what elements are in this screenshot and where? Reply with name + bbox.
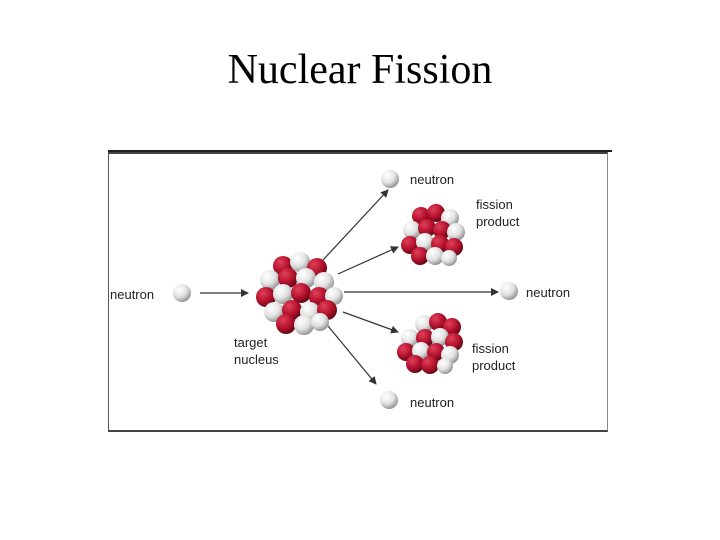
label-fission-product-top: fission product <box>476 196 546 230</box>
arrows <box>200 189 499 385</box>
target-nucleus-cluster <box>256 252 343 335</box>
label-fission-product-bottom: fission product <box>472 340 542 374</box>
slide-title: Nuclear Fission <box>227 47 493 93</box>
label-neutron-bottom: neutron <box>410 395 455 410</box>
arrow-to-fission-top <box>337 246 399 275</box>
arrow-to-neutron-top <box>322 189 389 261</box>
arrow-to-fission-bottom <box>342 311 399 334</box>
label-incoming-neutron: neutron <box>110 287 155 302</box>
label-target-line1: target <box>234 335 268 350</box>
label-target-nucleus: target nucleus <box>234 334 304 368</box>
arrow-to-neutron-bottom <box>327 325 377 385</box>
label-neutron-middle: neutron <box>526 285 571 300</box>
fission-product-bottom-cluster <box>397 313 463 374</box>
label-fission-bottom-line2: product <box>472 358 516 373</box>
frame-top-edge <box>108 150 612 152</box>
neutron-incoming <box>173 284 191 302</box>
neutron-middle <box>500 282 518 300</box>
fission-product-top-cluster <box>401 204 465 266</box>
neutron-bottom <box>380 391 398 409</box>
label-fission-bottom-line1: fission <box>472 341 509 356</box>
label-fission-top-line1: fission <box>476 197 513 212</box>
neutron-top <box>381 170 399 188</box>
label-target-line2: nucleus <box>234 352 279 367</box>
label-neutron-top: neutron <box>410 172 455 187</box>
label-fission-top-line2: product <box>476 214 520 229</box>
fission-diagram <box>173 170 518 409</box>
